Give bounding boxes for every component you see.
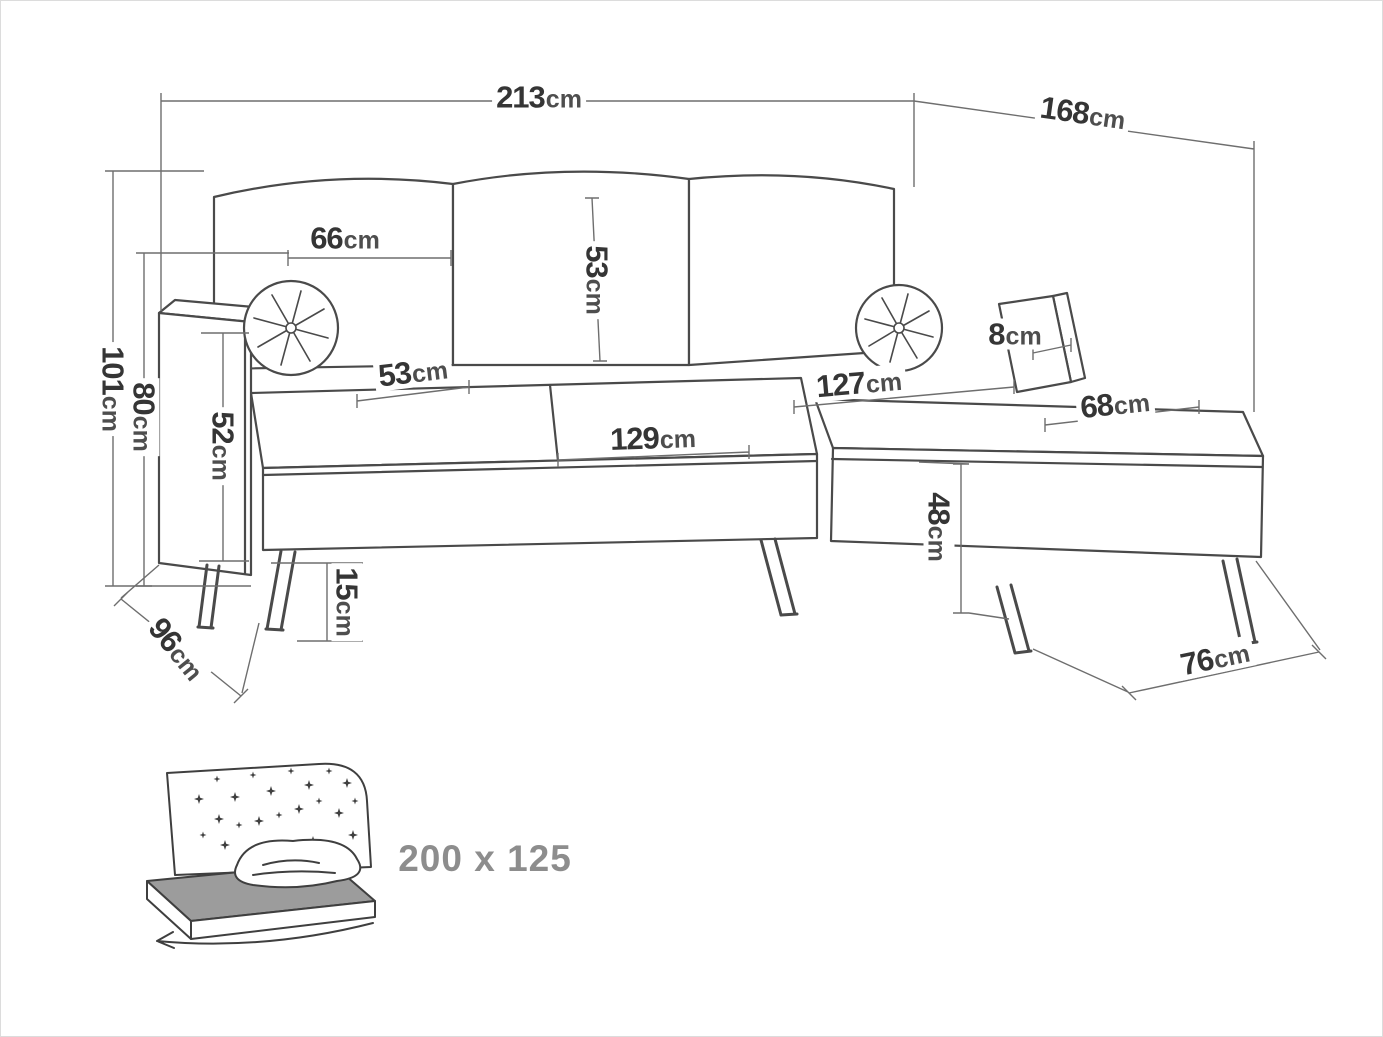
dim-label-corner-seat-depth: 68cm: [1074, 384, 1156, 425]
sofa-legs: [196, 537, 1259, 655]
dimension-line-total-depth: [913, 100, 1255, 412]
seat-surface: [249, 376, 819, 470]
corner-front-seam: [830, 457, 1264, 469]
dim-label-seat-height: 48cm: [922, 488, 957, 566]
dim-label-backrest-height: 80cm: [127, 378, 162, 456]
dim-label-back-cushion-height: 53cm: [580, 241, 615, 319]
back-cushion-right: [687, 174, 896, 367]
sofa-bed-icon: [146, 762, 376, 949]
dimension-line-seat-height: [918, 461, 1010, 620]
corner-front-face: [829, 446, 1265, 559]
sleeping-area-label: 200 x 125: [398, 838, 572, 879]
seat-cushion-division: [548, 383, 560, 463]
seat-front-face: [261, 452, 819, 552]
seat-front-seam: [261, 459, 819, 477]
bed-duvet: [234, 838, 362, 889]
round-pillow-left-gathers: [253, 290, 329, 366]
dim-label-armrest-height: 52cm: [206, 407, 241, 485]
dimension-line-seat-cushion-width: [557, 445, 750, 467]
dim-label-total-width: 213cm: [492, 81, 586, 113]
bed-unfold-arrow: [156, 922, 374, 949]
dimension-line-corner-section-width: [793, 380, 1015, 414]
dim-label-armrest-width: 8cm: [984, 318, 1046, 350]
dimension-line-corner-front-depth: [1032, 560, 1327, 701]
left-armrest-front: [157, 311, 253, 577]
sofa-line-drawing: [157, 170, 1265, 655]
dimension-line-seat-depth: [356, 380, 470, 408]
dimension-line-back-cushion-width: [287, 250, 452, 266]
bed-duvet-folds: [252, 859, 336, 876]
dimension-line-leg-height: [271, 562, 363, 642]
dim-label-leg-height: 15cm: [330, 563, 365, 641]
dim-label-seat-cushion-width: 129cm: [605, 420, 701, 457]
dim-label-total-height: 101cm: [96, 342, 131, 436]
back-cushion-middle: [451, 170, 691, 367]
round-pillow-right-gathers: [864, 293, 934, 363]
dim-label-back-cushion-width: 66cm: [306, 222, 384, 254]
bed-mattress-front-face: [190, 900, 376, 940]
